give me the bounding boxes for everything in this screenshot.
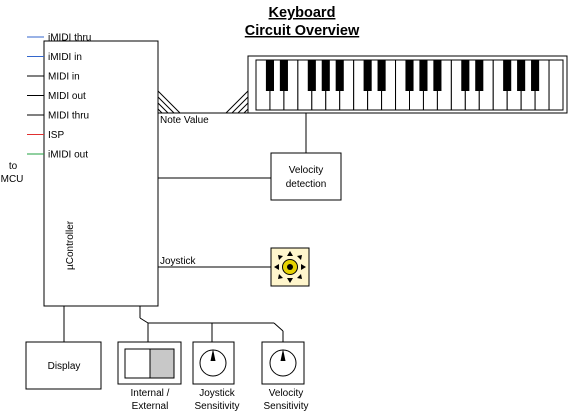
black-key — [419, 60, 428, 91]
black-key — [405, 60, 414, 91]
black-key — [517, 60, 526, 91]
to-mcu-label-line-2: MCU — [1, 174, 24, 185]
io-signal-lines — [27, 36, 44, 155]
joystick-sensitivity-label-line-1: Joystick — [199, 388, 236, 399]
title-line-2: Circuit Overview — [245, 23, 360, 39]
black-key — [307, 60, 316, 91]
black-key — [363, 60, 372, 91]
note-value-label: Note Value — [160, 115, 209, 126]
io-signal-label: iMIDI in — [48, 52, 82, 63]
display-label: Display — [48, 361, 81, 372]
display-block — [25, 341, 102, 390]
keyboard — [247, 55, 568, 114]
to-mcu-label-line-1: to — [9, 161, 18, 172]
velocity-sensitivity-knob-icon — [261, 341, 305, 385]
bus-marker-right — [225, 90, 249, 114]
velocity-sensitivity-label-line-2: Sensitivity — [263, 401, 308, 412]
black-key — [433, 60, 442, 91]
io-signal-label: iMIDI thru — [48, 33, 91, 44]
io-signal-label: ISP — [48, 130, 64, 141]
microcontroller-block — [43, 40, 159, 307]
joystick-sensitivity-label-line-2: Sensitivity — [194, 401, 239, 412]
controls-bus — [139, 306, 284, 342]
velocity-detection-label-line-1: Velocity — [289, 165, 323, 176]
bus-marker-left — [157, 90, 181, 114]
black-key — [531, 60, 540, 91]
title-line-1: Keyboard — [269, 5, 336, 21]
joystick-sensitivity-knob-icon — [192, 341, 235, 385]
black-key — [265, 60, 275, 91]
black-key — [335, 60, 344, 91]
black-key — [279, 60, 288, 91]
velocity-detection-label-line-2: detection — [286, 179, 327, 190]
io-signal-label: MIDI out — [48, 91, 86, 102]
velocity-sensitivity-label-line-1: Velocity — [269, 388, 303, 399]
internal-external-label-line-2: External — [132, 401, 169, 412]
velocity-detection-block — [270, 152, 342, 201]
microcontroller-label: µController — [65, 220, 76, 270]
black-key — [475, 60, 484, 91]
black-key — [321, 60, 330, 91]
black-key — [503, 60, 512, 91]
black-key — [377, 60, 386, 91]
white-key — [548, 59, 564, 111]
internal-external-label-line-1: Internal / — [131, 388, 170, 399]
black-keys — [265, 60, 540, 91]
io-signal-label: MIDI thru — [48, 111, 89, 122]
black-key — [461, 60, 470, 91]
joystick-label: Joystick — [160, 256, 197, 267]
io-signal-label: iMIDI out — [48, 150, 88, 161]
joystick-icon — [270, 247, 310, 287]
io-signal-label: MIDI in — [48, 72, 80, 83]
internal-external-switch — [117, 341, 182, 385]
